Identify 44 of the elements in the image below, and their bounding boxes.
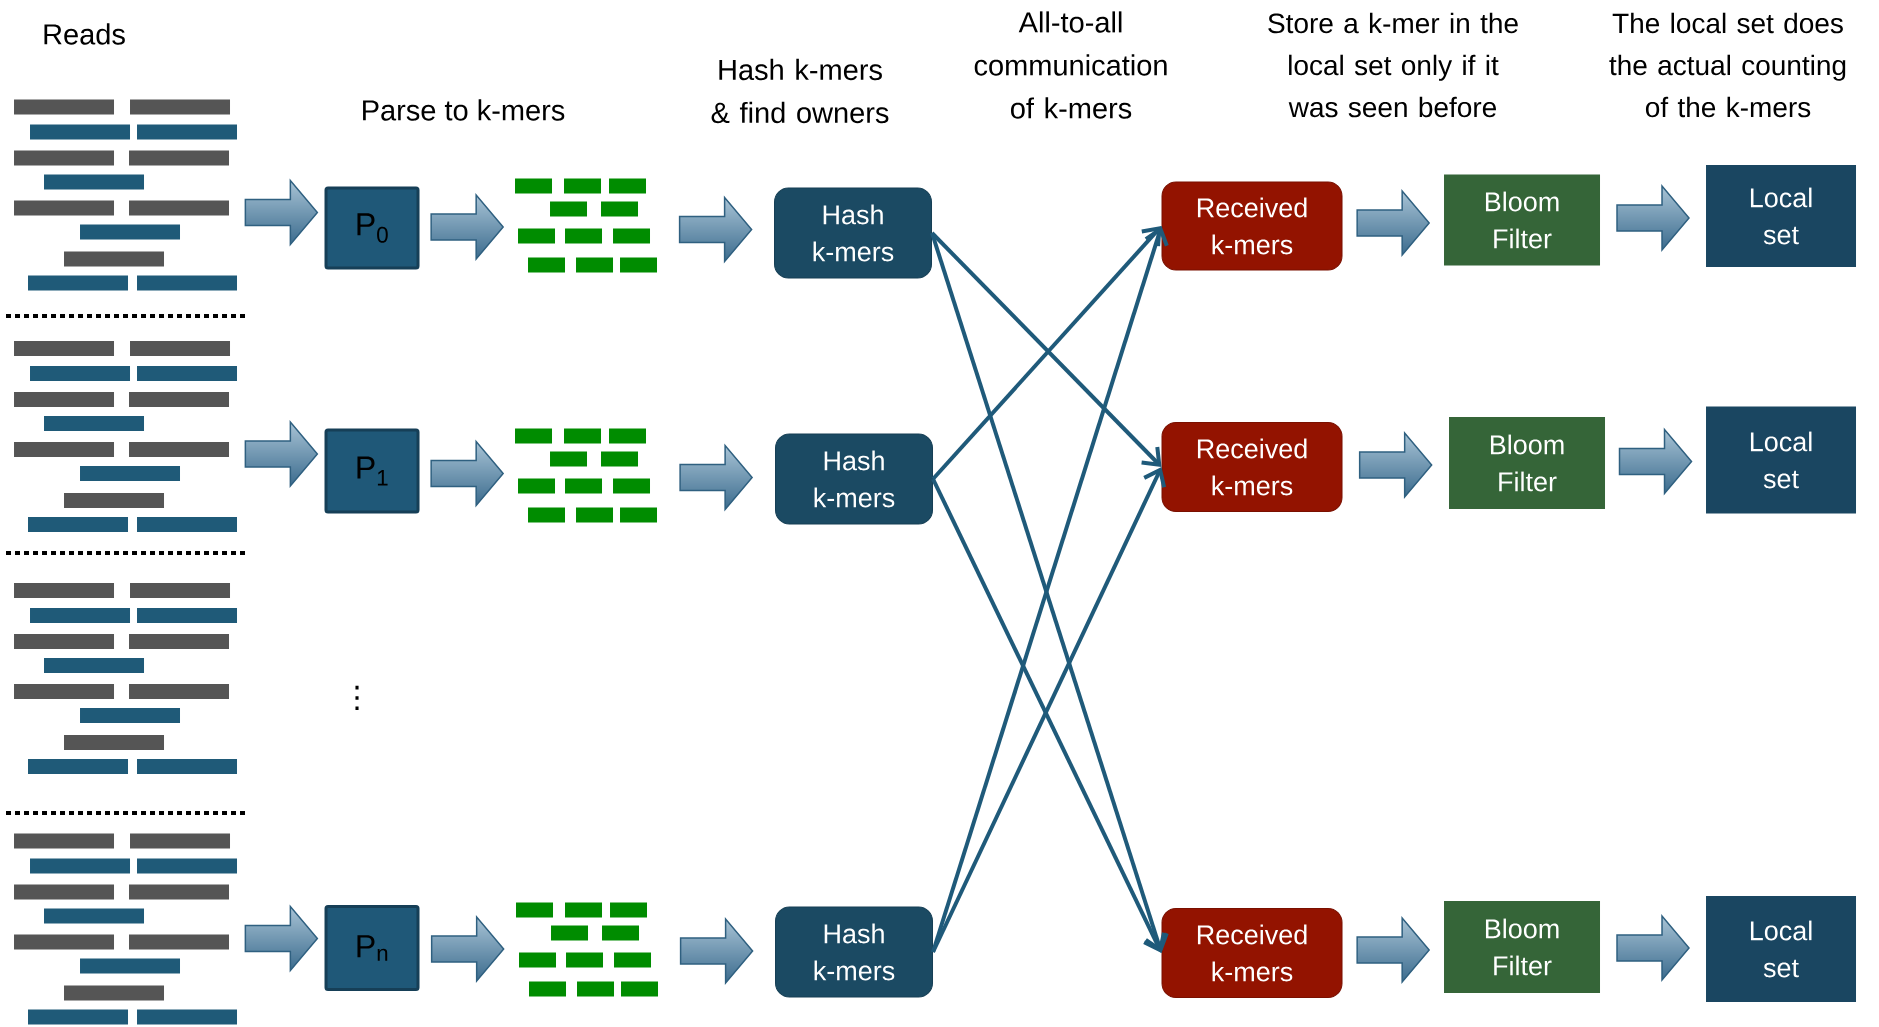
column-heading: All-to-all communication of k-mers: [974, 11, 1167, 119]
processor-box: P$_{1}$: [324, 428, 420, 514]
block-arrow: [679, 443, 754, 512]
local-set-box: Local set: [1706, 165, 1856, 267]
filter-box: Bloom Filter: [1444, 174, 1600, 266]
ellipsis: ⋮: [355, 685, 359, 711]
local-set-box: Local set: [1706, 406, 1856, 514]
column-heading: The local set does the actual counting of the k-mers: [1609, 12, 1846, 118]
filter-box: Bloom Filter: [1449, 417, 1605, 509]
block-arrow: [244, 178, 319, 247]
block-arrow: [1356, 188, 1431, 258]
kmers-drawing: [515, 178, 657, 273]
column-heading: Parse to k-mers: [363, 99, 565, 121]
block-arrow: [1618, 427, 1693, 496]
block-arrow: [430, 914, 505, 984]
block-arrow: [1616, 913, 1690, 983]
local-set-box: Local set: [1706, 896, 1856, 1002]
block-arrow: [430, 439, 505, 508]
hash-box: Hash k-mers: [774, 187, 932, 279]
block-arrow: [1356, 915, 1431, 985]
block-arrow: [244, 904, 319, 973]
reads-drawing: [14, 833, 237, 1025]
block-arrow: [1616, 183, 1690, 253]
block-arrow: [678, 195, 753, 264]
received-box: Received k-mers: [1161, 908, 1343, 998]
column-heading: Reads: [44, 23, 125, 45]
column-heading: Hash k-mers & find owners: [711, 58, 889, 124]
filter-box: Bloom Filter: [1444, 901, 1600, 993]
hash-box: Hash k-mers: [775, 433, 933, 525]
kmers-drawing: [515, 428, 657, 523]
processor-box: P$_{0}$: [324, 186, 420, 270]
column-heading: Store a k-mer in the local set only if it was seen before: [1268, 12, 1518, 118]
received-box: Received k-mers: [1161, 181, 1343, 271]
reads-drawing: [14, 341, 237, 532]
received-box: Received k-mers: [1161, 422, 1343, 512]
hash-box: Hash k-mers: [775, 906, 933, 998]
block-arrow: [430, 192, 505, 262]
processor-box: P$_{n}$: [324, 905, 420, 991]
block-arrow: [679, 916, 754, 986]
block-arrow: [1358, 430, 1433, 500]
block-arrow: [244, 419, 319, 489]
reads-drawing: [14, 583, 237, 774]
kmers-drawing: [516, 902, 658, 997]
reads-drawing: [14, 99, 237, 291]
